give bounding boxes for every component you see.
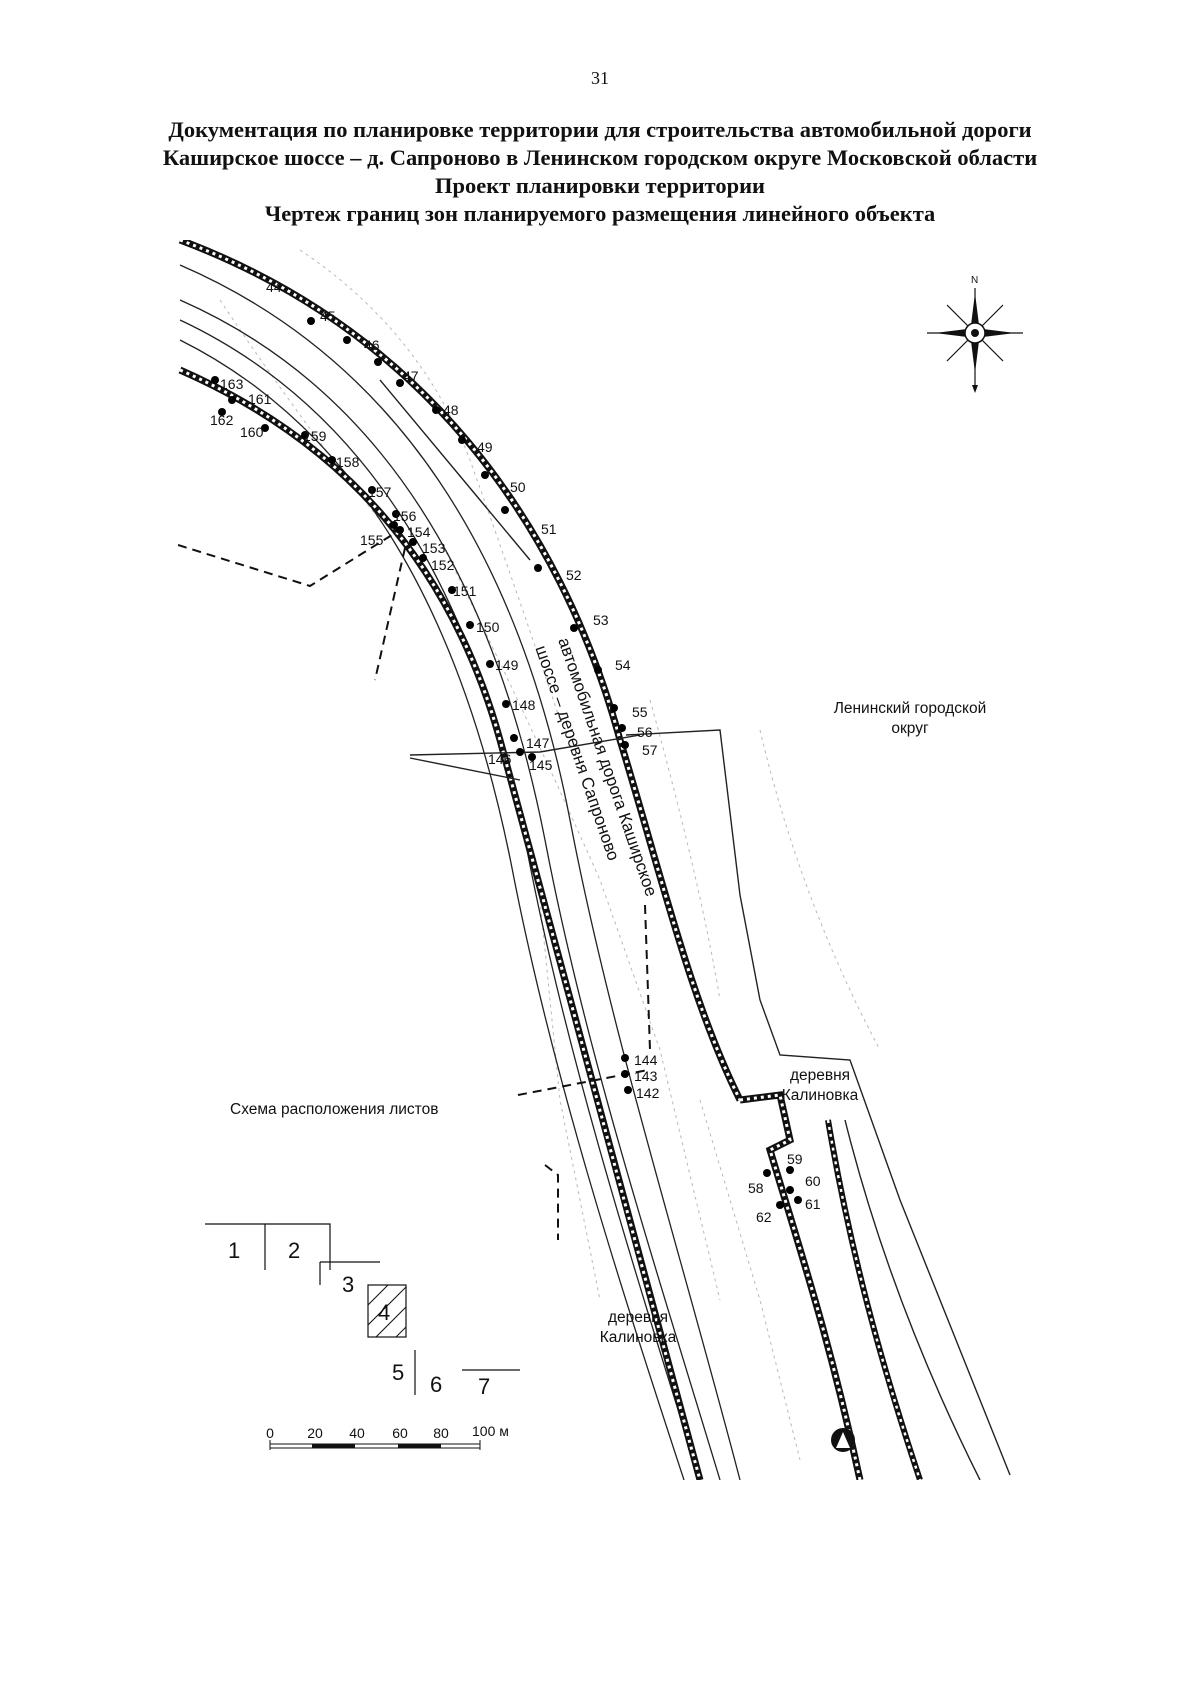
point-label: 60 bbox=[805, 1173, 821, 1189]
sheet-4-hatch bbox=[367, 1284, 407, 1338]
point-label: 159 bbox=[303, 428, 327, 444]
point-label: 152 bbox=[431, 557, 455, 573]
map-body bbox=[178, 240, 1011, 1480]
point-label: 145 bbox=[529, 757, 553, 773]
sheet-number: 5 bbox=[392, 1360, 404, 1385]
point-label: 57 bbox=[642, 742, 658, 758]
point-label: 59 bbox=[787, 1151, 803, 1167]
sheets-scheme: 1 2 3 4 5 6 7 bbox=[205, 1223, 520, 1399]
point-label: 56 bbox=[637, 724, 653, 740]
point-label: 144 bbox=[634, 1052, 658, 1068]
village-label-top-line-1: деревня bbox=[790, 1067, 850, 1084]
point-label: 156 bbox=[393, 508, 417, 524]
village-label-top-line-2: Калиновка bbox=[782, 1087, 859, 1104]
point-label: 163 bbox=[220, 376, 244, 392]
title-line-3: Проект планировки территории bbox=[434, 173, 766, 198]
point-labels: 44 45 46 47 48 49 50 51 52 53 54 55 56 5… bbox=[210, 279, 821, 1225]
point-label: 157 bbox=[368, 484, 392, 500]
scale-tick-label: 0 bbox=[266, 1425, 274, 1441]
point-label: 162 bbox=[210, 412, 234, 428]
sheet-number: 6 bbox=[430, 1372, 442, 1397]
sheet-number: 3 bbox=[342, 1272, 354, 1297]
title-line-1: Документация по планировке территории дл… bbox=[168, 117, 1032, 142]
point-label: 52 bbox=[566, 567, 582, 583]
page-number: 31 bbox=[591, 68, 609, 88]
sheet-number: 7 bbox=[478, 1374, 490, 1399]
scale-bar: 0 20 40 60 80 100 м bbox=[266, 1423, 509, 1450]
point-label: 51 bbox=[541, 521, 557, 537]
point-label: 53 bbox=[593, 612, 609, 628]
point-label: 150 bbox=[476, 619, 500, 635]
document-title: Документация по планировке территории дл… bbox=[0, 116, 1200, 228]
zone-boundary-north bbox=[178, 240, 744, 1102]
north-arrow-icon: N bbox=[927, 275, 1023, 393]
road-carriageway bbox=[179, 264, 741, 1480]
boundary-points bbox=[211, 317, 802, 1209]
point-label: 158 bbox=[336, 454, 360, 470]
title-line-4: Чертеж границ зон планируемого размещени… bbox=[264, 201, 936, 226]
sheets-scheme-label: Схема расположения листов bbox=[230, 1101, 438, 1118]
zone-boundary-south bbox=[178, 366, 704, 1480]
scale-tick-label: 80 bbox=[433, 1425, 449, 1441]
point-label: 149 bbox=[495, 657, 519, 673]
point-label: 160 bbox=[240, 424, 264, 440]
scale-tick-label: 20 bbox=[307, 1425, 323, 1441]
point-label: 44 bbox=[266, 279, 282, 295]
district-label-line-2: округ bbox=[891, 720, 929, 737]
district-label-line-1: Ленинский городской bbox=[834, 700, 987, 717]
point-label: 153 bbox=[422, 540, 446, 556]
point-label: 143 bbox=[634, 1068, 658, 1084]
sheet-number: 1 bbox=[228, 1238, 240, 1263]
point-label: 161 bbox=[248, 391, 272, 407]
administrative-lines bbox=[379, 379, 1011, 1480]
point-label: 48 bbox=[443, 402, 459, 418]
point-label: 142 bbox=[636, 1085, 660, 1101]
north-label: N bbox=[971, 275, 978, 286]
point-label: 50 bbox=[510, 479, 526, 495]
scale-tick-label: 60 bbox=[392, 1425, 408, 1441]
point-label: 146 bbox=[488, 751, 512, 767]
point-label: 49 bbox=[477, 439, 493, 455]
point-label: 46 bbox=[364, 337, 380, 353]
sheet-boundaries bbox=[178, 529, 651, 1240]
point-label: 54 bbox=[615, 657, 631, 673]
point-label: 45 bbox=[320, 308, 336, 324]
point-label: 62 bbox=[756, 1209, 772, 1225]
point-label: 47 bbox=[403, 368, 419, 384]
point-label: 148 bbox=[512, 697, 536, 713]
scale-end-label: 100 м bbox=[472, 1423, 509, 1439]
point-label: 151 bbox=[453, 583, 477, 599]
zone-boundary-branch bbox=[739, 1091, 923, 1480]
title-line-2: Каширское шоссе – д. Сапроново в Ленинск… bbox=[162, 145, 1038, 170]
scale-tick-label: 40 bbox=[349, 1425, 365, 1441]
village-label-bottom-line-2: Калиновка bbox=[600, 1329, 677, 1346]
sheet-number: 4 bbox=[378, 1300, 390, 1325]
village-label-bottom-line-1: деревня bbox=[608, 1309, 668, 1326]
point-label: 154 bbox=[407, 524, 431, 540]
point-label: 58 bbox=[748, 1180, 764, 1196]
point-label: 147 bbox=[526, 735, 550, 751]
point-label: 55 bbox=[632, 704, 648, 720]
pole-symbol bbox=[831, 1428, 855, 1452]
point-label: 155 bbox=[360, 532, 384, 548]
sheet-number: 2 bbox=[288, 1238, 300, 1263]
point-label: 61 bbox=[805, 1196, 821, 1212]
